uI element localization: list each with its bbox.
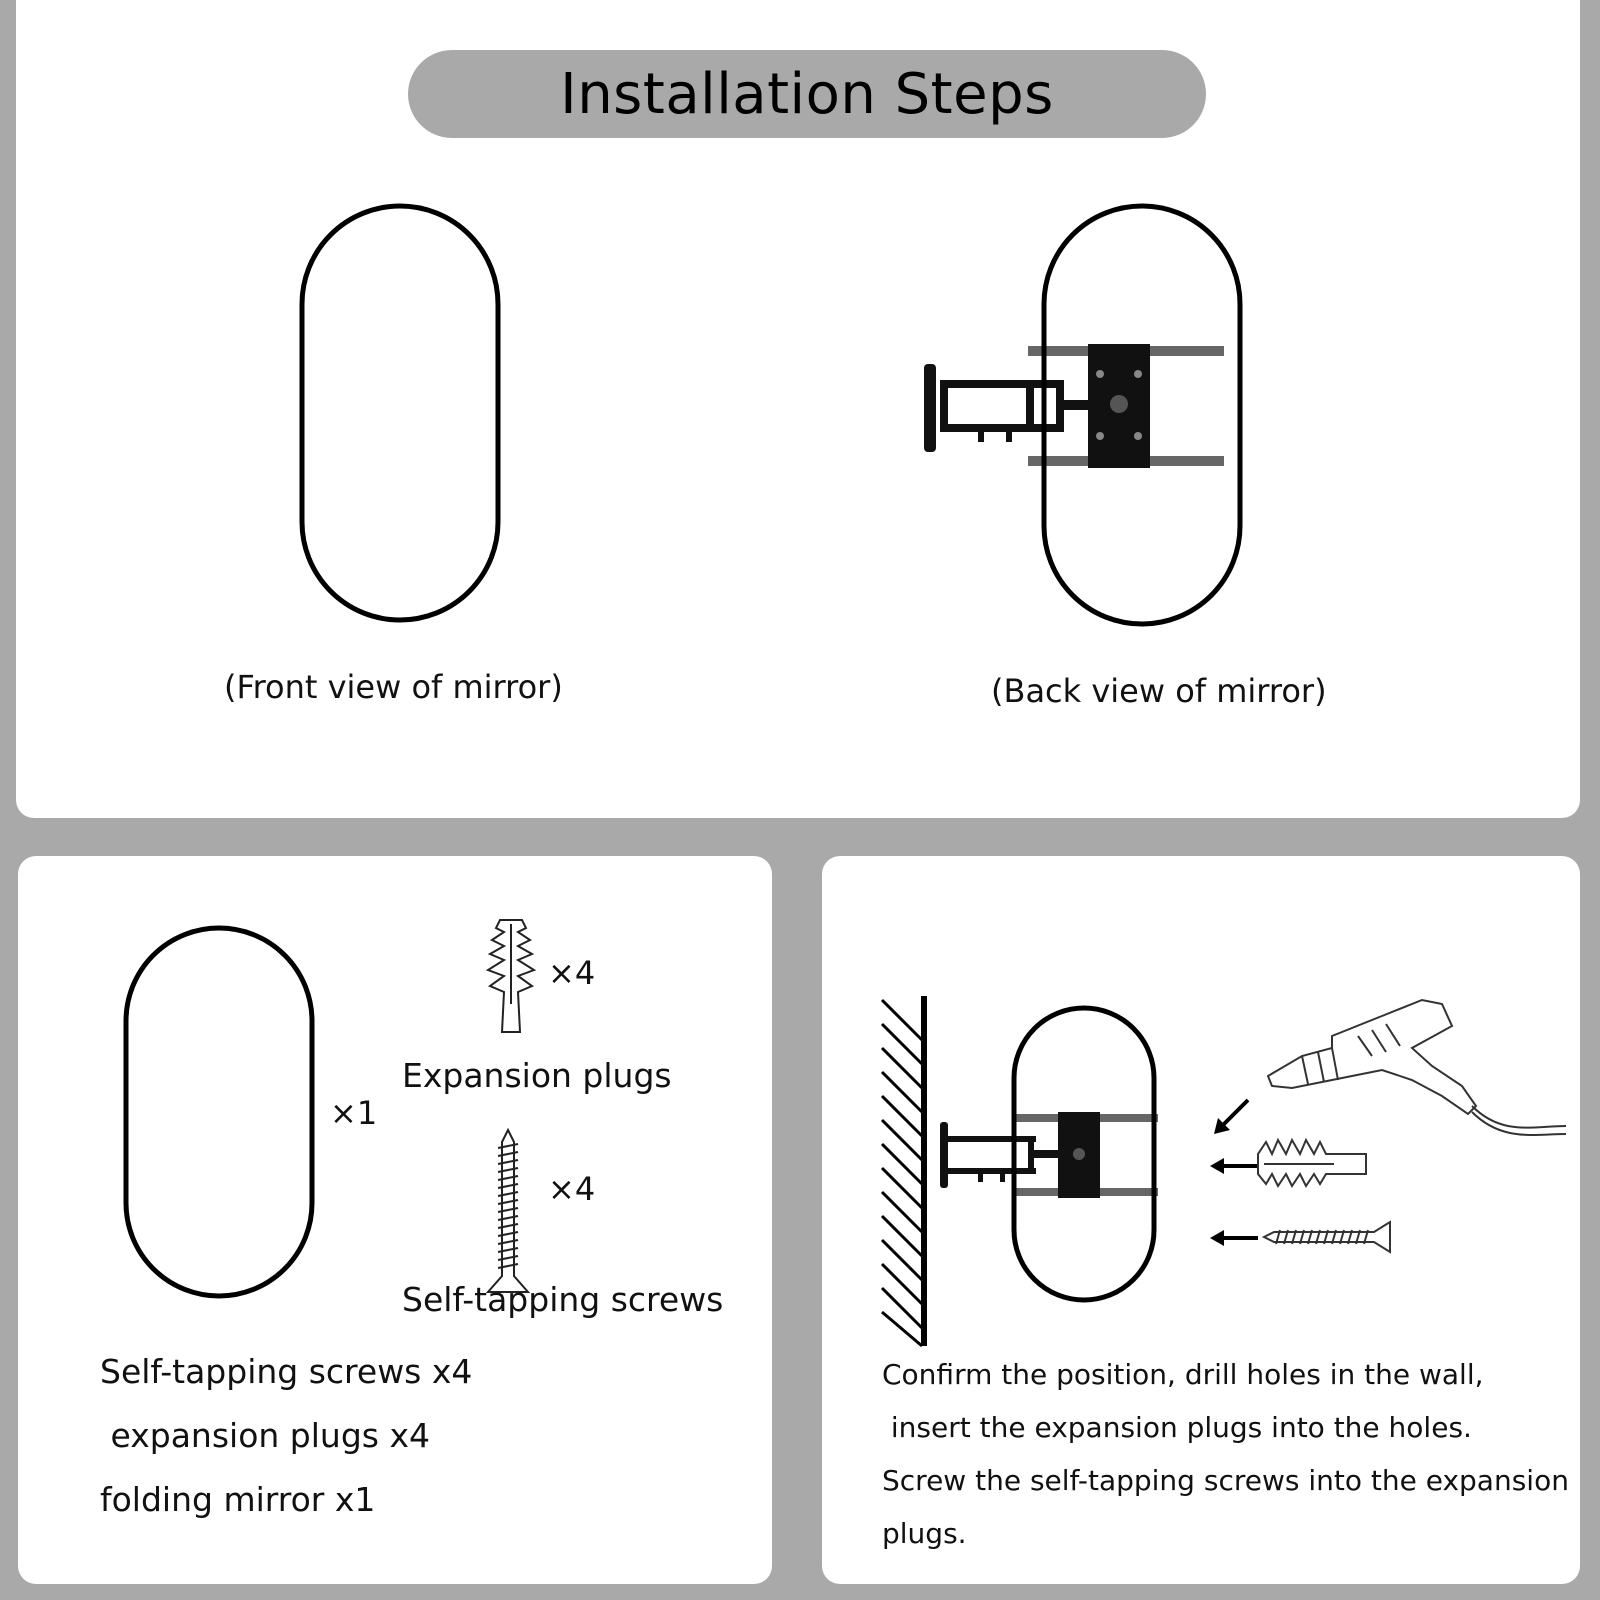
plug-quantity: ×4	[548, 954, 596, 992]
mirror-quantity: ×1	[330, 1094, 378, 1132]
page-title: Installation Steps	[408, 50, 1206, 138]
drill-icon	[1266, 998, 1567, 1136]
top-panel: Installation Steps (Front view of mirror…	[16, 0, 1580, 818]
back-view-caption: (Back view of mirror)	[991, 672, 1327, 710]
wall-mount-arm-icon	[940, 1005, 1158, 1303]
plug-label: Expansion plugs	[402, 1056, 672, 1095]
screw-quantity: ×4	[548, 1170, 596, 1208]
front-view-caption: (Front view of mirror)	[224, 668, 563, 706]
parts-panel: ×1 ×4 Expansion plugs ×4 Self-tapping sc…	[18, 856, 772, 1584]
mirror-outline-icon	[123, 925, 315, 1299]
screw-icon	[1261, 1220, 1391, 1254]
instruction-line: plugs.	[882, 1517, 967, 1550]
arrow-left-icon	[1210, 1230, 1258, 1246]
mirror-back-icon	[924, 203, 1243, 627]
parts-list-item: folding mirror x1	[100, 1480, 376, 1519]
parts-list-item: expansion plugs x4	[100, 1416, 430, 1455]
instruction-line: insert the expansion plugs into the hole…	[882, 1411, 1472, 1444]
wall-hatch-icon	[880, 996, 927, 1348]
parts-list-item: Self-tapping screws x4	[100, 1352, 473, 1391]
expansion-plug-icon	[1257, 1137, 1367, 1188]
arrow-left-icon	[1210, 1158, 1258, 1174]
step-panel: Confirm the position, drill holes in the…	[822, 856, 1580, 1584]
expansion-plug-icon	[485, 919, 537, 1033]
instruction-line: Confirm the position, drill holes in the…	[882, 1358, 1484, 1391]
screw-label: Self-tapping screws	[402, 1280, 724, 1319]
arrow-left-icon	[1214, 1098, 1250, 1134]
instruction-line: Screw the self-tapping screws into the e…	[882, 1464, 1569, 1497]
screw-icon	[485, 1127, 531, 1293]
mirror-front-icon	[299, 203, 501, 623]
